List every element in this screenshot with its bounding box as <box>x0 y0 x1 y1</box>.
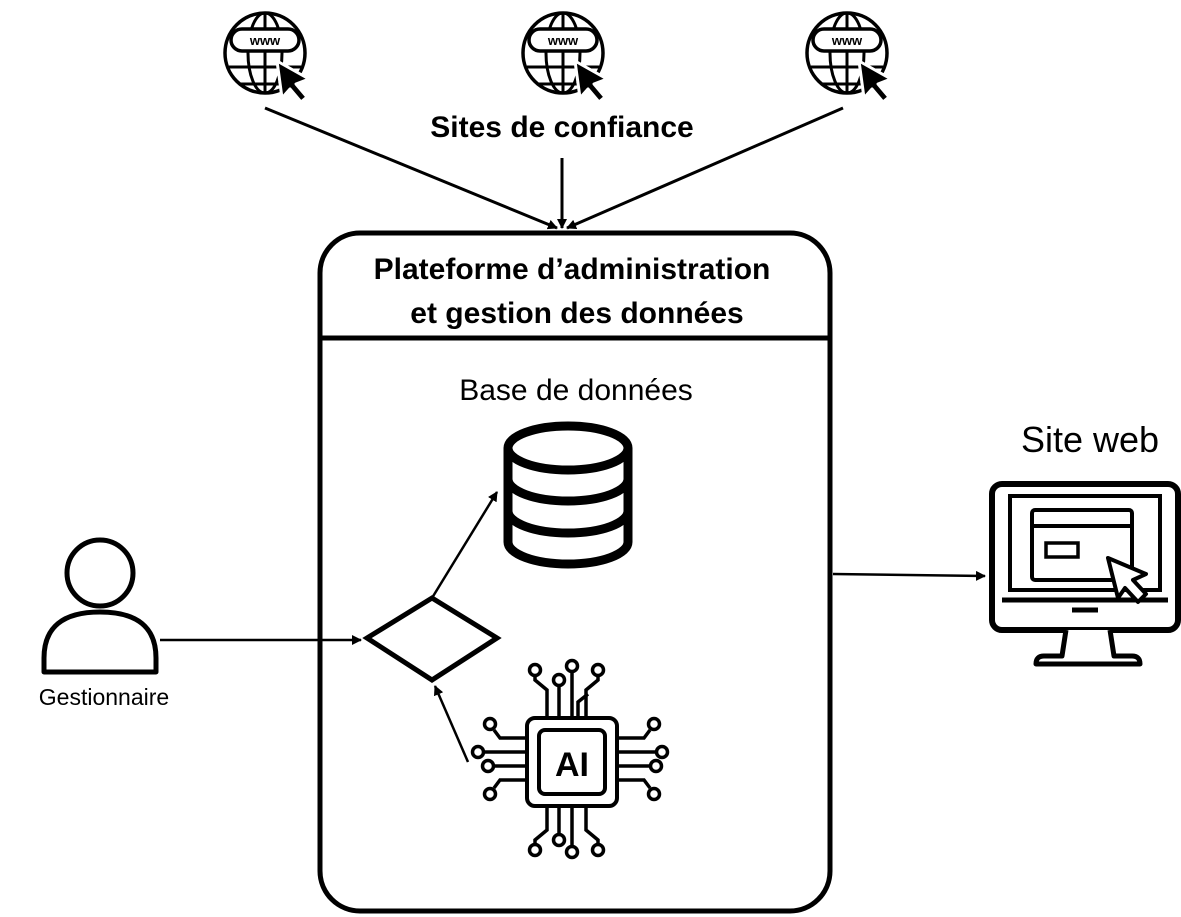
browser-window-icon <box>1030 508 1134 582</box>
website-group: Site web <box>989 419 1181 667</box>
arrow-platform-to-website <box>832 570 986 581</box>
ai-chip-icon <box>470 658 670 860</box>
www-label-1: www <box>249 33 281 48</box>
source-arrows <box>264 106 844 230</box>
actor-group: Gestionnaire <box>39 537 169 710</box>
platform-frame <box>317 230 833 914</box>
globe-cursor-icon-2: www <box>521 11 609 104</box>
arrow-diamond-to-database <box>430 491 499 599</box>
arrow-site3-to-platform <box>566 106 844 230</box>
globe-cursor-icon-3: www <box>805 11 893 104</box>
actor-label: Gestionnaire <box>39 684 169 710</box>
trusted-sites-label: Sites de confiance <box>430 111 693 144</box>
database-group: Base de données <box>459 374 693 569</box>
ai-chip-label: AI <box>555 746 589 784</box>
arrow-ai-to-diamond <box>433 685 470 763</box>
www-label-2: www <box>547 33 579 48</box>
database-label: Base de données <box>459 374 693 407</box>
user-icon <box>41 537 159 675</box>
www-label-3: www <box>831 33 863 48</box>
globe-cursor-icon-1: www <box>223 11 311 104</box>
platform-box: Plateforme d’administration et gestion d… <box>317 230 833 914</box>
pointer-cursor-icon <box>1106 556 1148 604</box>
platform-title-line1: Plateforme d’administration <box>374 253 771 286</box>
database-icon <box>503 421 633 569</box>
arrow-site1-to-platform <box>264 106 558 230</box>
platform-title-line2: et gestion des données <box>410 297 743 330</box>
decision-diamond <box>362 595 502 683</box>
website-label: Site web <box>1021 419 1159 460</box>
trusted-sites-group: www www www Sites de confiance <box>223 11 893 144</box>
